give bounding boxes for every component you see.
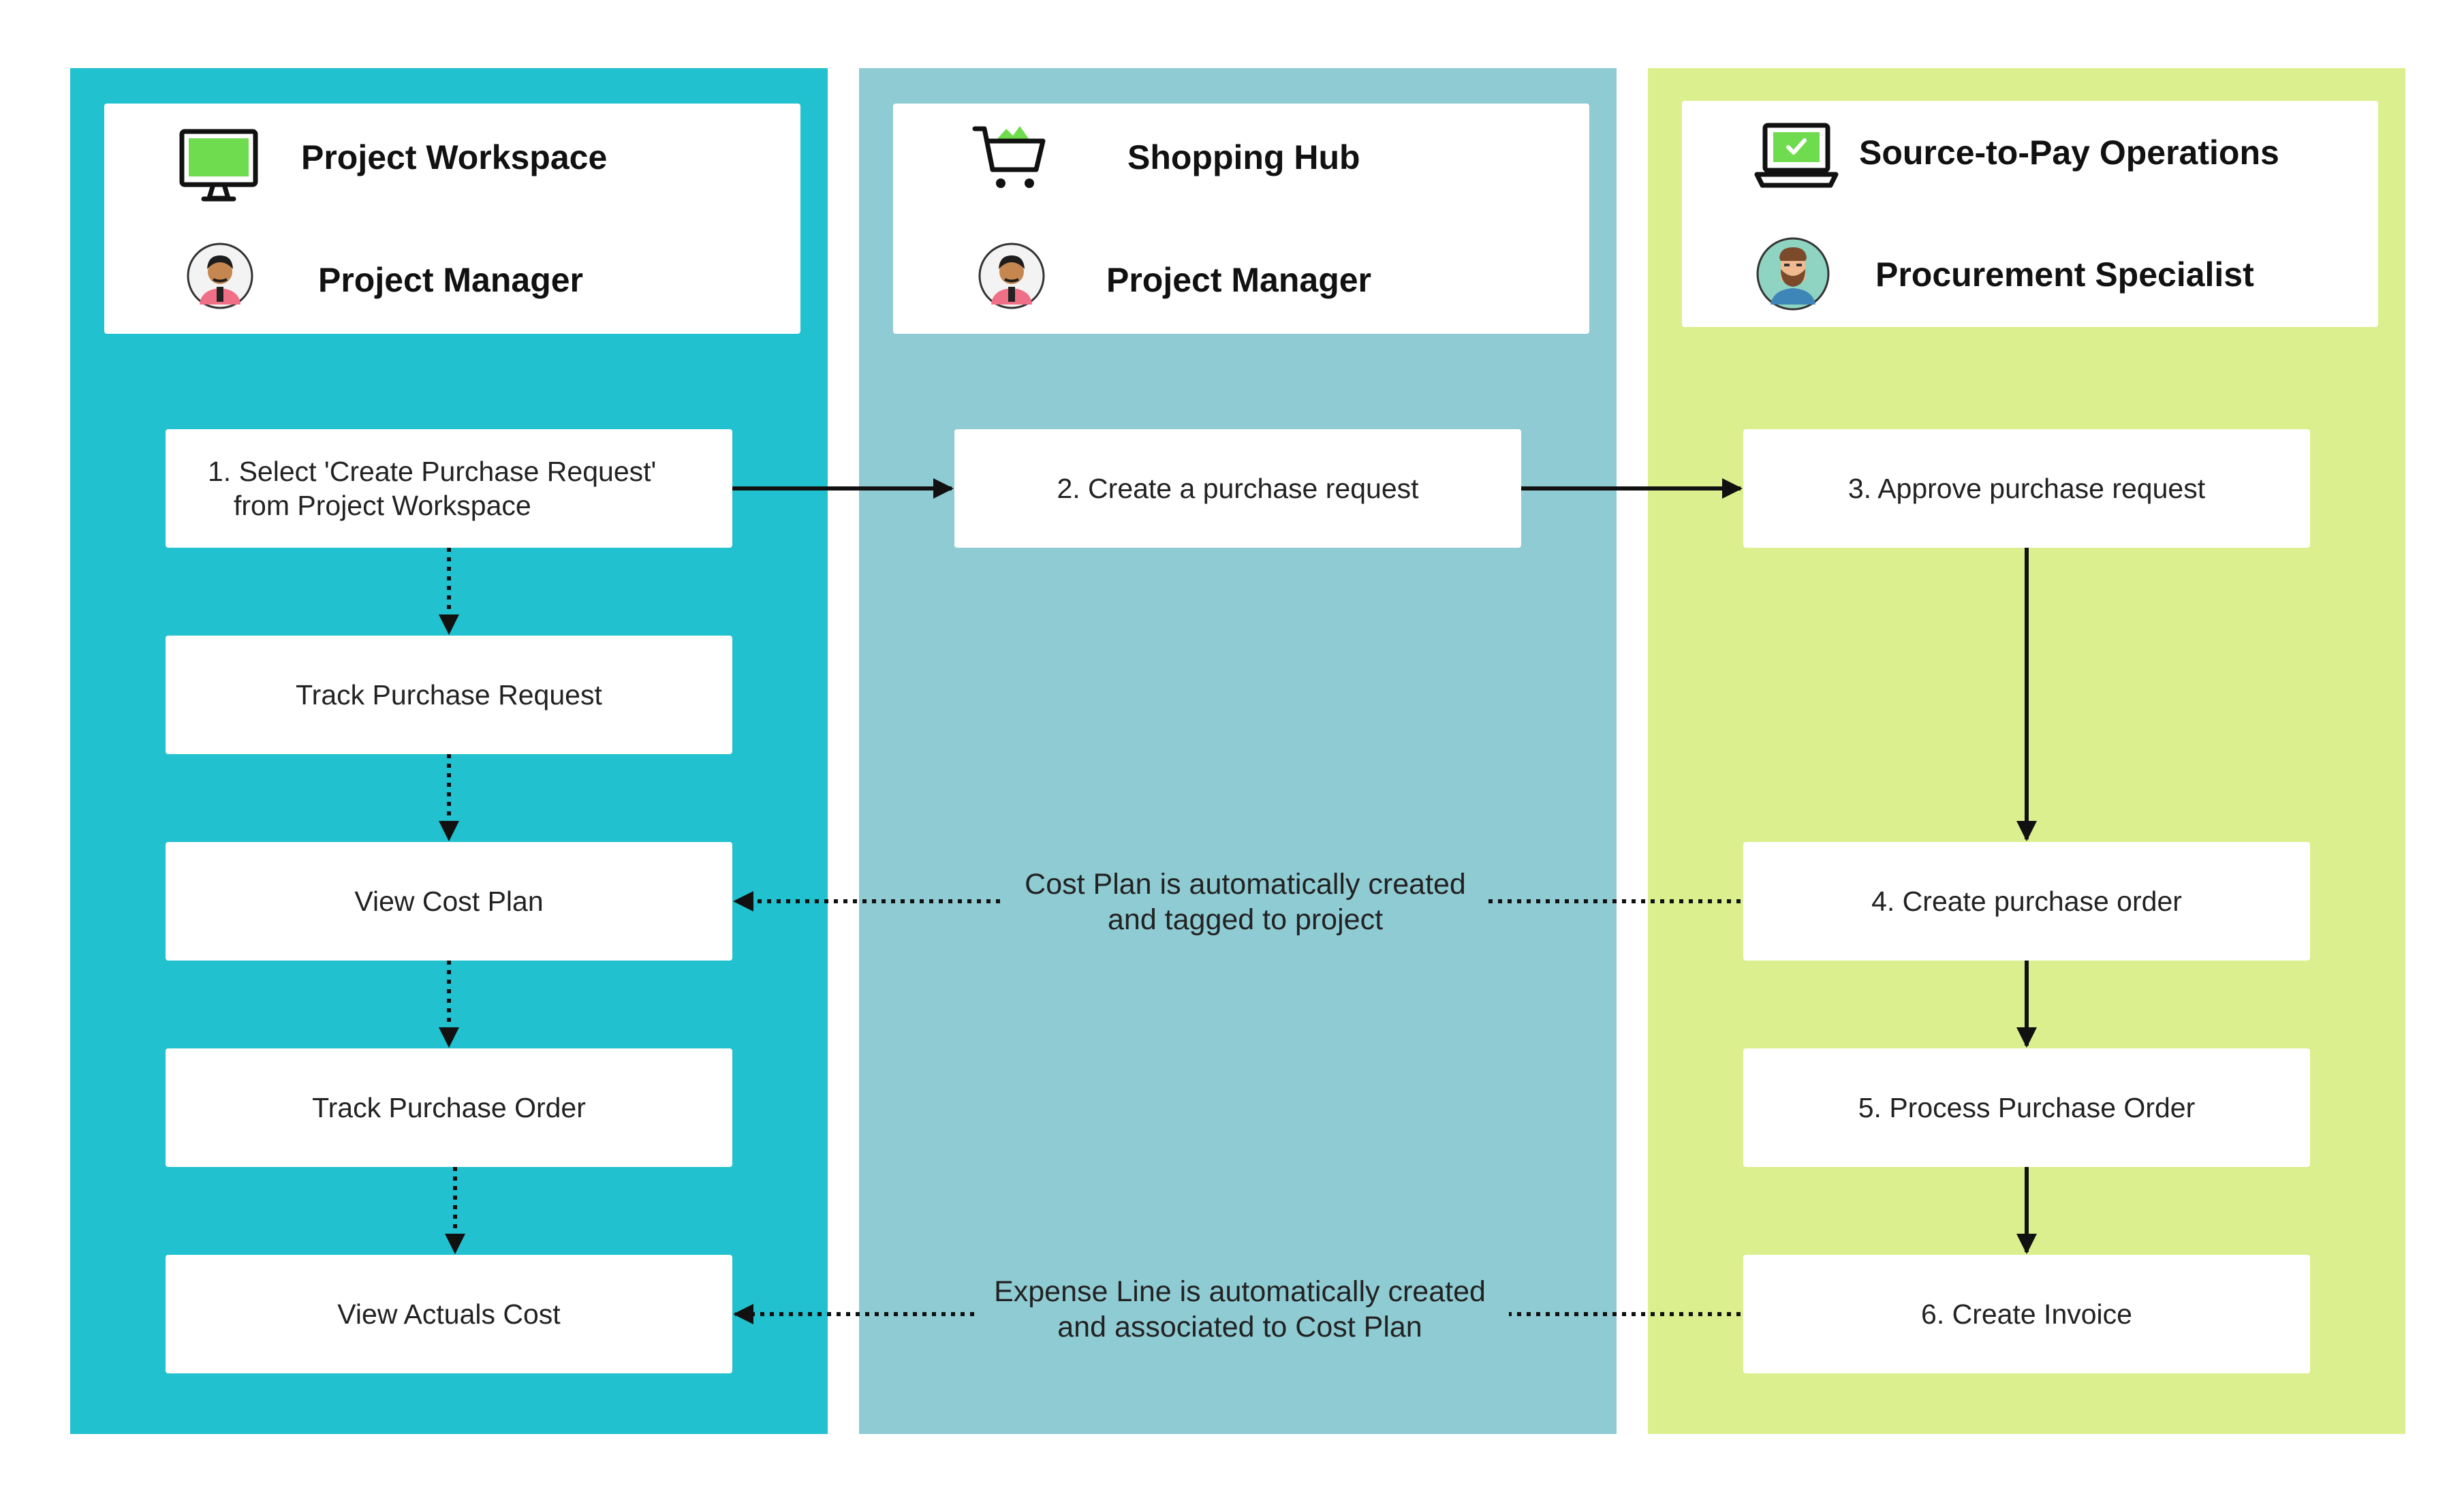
lane-role: Procurement Specialist — [1875, 255, 2254, 294]
note-line: Cost Plan is automatically created — [1025, 868, 1466, 901]
step-view-cost-plan: View Cost Plan — [166, 842, 732, 961]
lane-title: Source-to-Pay Operations — [1859, 134, 2279, 172]
step-text: 4. Create purchase order — [1871, 886, 2182, 917]
lane-title: Shopping Hub — [1127, 138, 1360, 176]
step-text: Track Purchase Request — [296, 679, 602, 711]
person-avatar-icon — [187, 243, 253, 309]
note-line: and associated to Cost Plan — [1057, 1311, 1422, 1343]
step-view-actuals-cost: View Actuals Cost — [166, 1255, 732, 1373]
step-text-line: 1. Select 'Create Purchase Request' — [208, 456, 657, 487]
note-expense-line: Expense Line is automatically created an… — [967, 1274, 1512, 1345]
step-approve-purchase-request: 3. Approve purchase request — [1743, 429, 2310, 548]
bearded-person-avatar-icon — [1756, 237, 1830, 311]
step-text: Track Purchase Order — [312, 1092, 586, 1123]
step-text-line: from Project Workspace — [234, 490, 531, 521]
step-text: 3. Approve purchase request — [1847, 473, 2206, 504]
header-shopping-hub: Shopping Hub Project Manager — [893, 104, 1589, 334]
lane-role: Project Manager — [1106, 261, 1372, 299]
person-avatar-icon — [978, 243, 1045, 309]
step-text: View Actuals Cost — [337, 1298, 561, 1330]
step-track-purchase-request: Track Purchase Request — [166, 636, 732, 754]
note-line: Expense Line is automatically created — [994, 1275, 1486, 1308]
header-source-to-pay: Source-to-Pay Operations Procurement Spe… — [1682, 101, 2378, 327]
laptop-check-icon — [1754, 123, 1839, 188]
monitor-icon — [179, 129, 258, 202]
note-cost-plan: Cost Plan is automatically created and t… — [993, 867, 1497, 937]
header-project-workspace: Project Workspace Project Manager — [104, 104, 800, 334]
step-create-purchase-request: 2. Create a purchase request — [954, 429, 1521, 548]
step-text: 5. Process Purchase Order — [1858, 1092, 2196, 1123]
step-create-purchase-order: 4. Create purchase order — [1743, 842, 2310, 961]
step-text: View Cost Plan — [354, 886, 544, 917]
step-select-create-pr: 1. Select 'Create Purchase Request' from… — [166, 429, 732, 548]
step-create-invoice: 6. Create Invoice — [1743, 1255, 2310, 1373]
lane-title: Project Workspace — [301, 138, 608, 176]
step-track-purchase-order: Track Purchase Order — [166, 1048, 732, 1167]
step-text: 2. Create a purchase request — [1057, 473, 1419, 504]
step-process-purchase-order: 5. Process Purchase Order — [1743, 1048, 2310, 1167]
note-line: and tagged to project — [1107, 903, 1384, 936]
shopping-cart-icon — [972, 126, 1046, 188]
lane-role: Project Manager — [318, 261, 584, 299]
step-text: 6. Create Invoice — [1921, 1298, 2132, 1330]
